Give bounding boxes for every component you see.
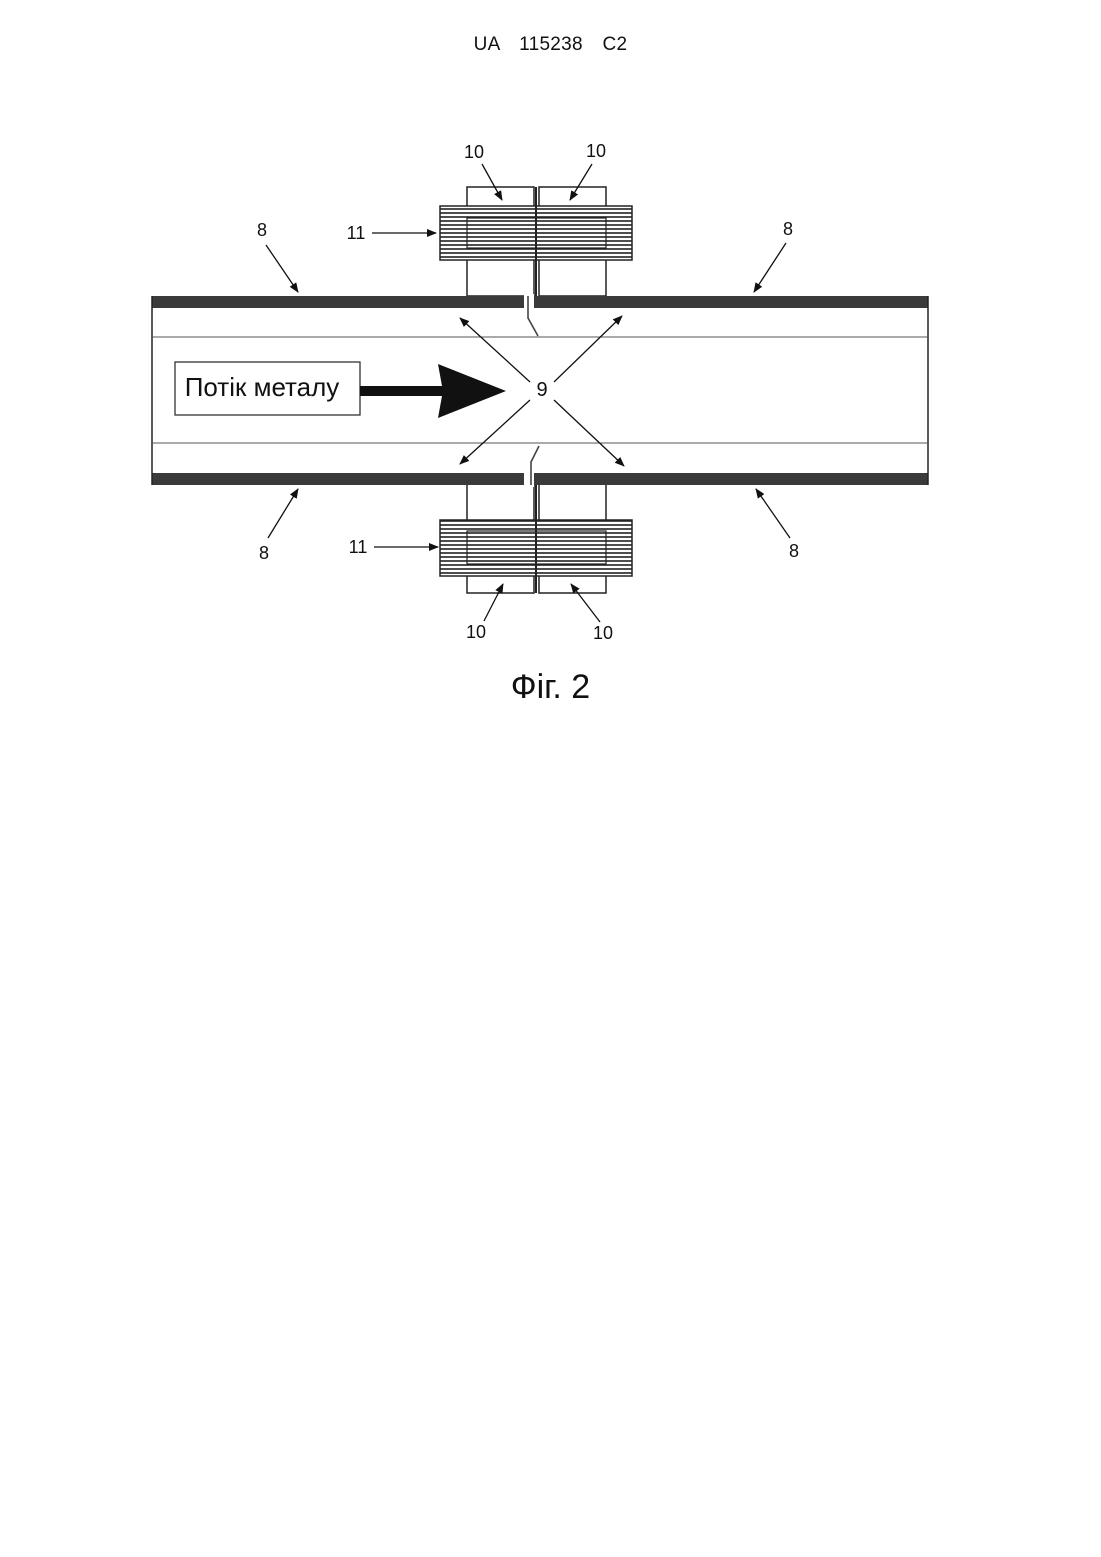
label-electrode-bottom-left: 10 [466,622,486,642]
pipe-wall-bottom [152,473,928,485]
upper-clamp-assembly [440,187,632,296]
label-clamp-bottom: 11 [349,537,368,557]
label-pipe-top-left: 8 [257,220,267,240]
pipe-wall-top [152,296,928,308]
label-clamp-top: 11 [347,223,366,243]
pipe-joint-diagram: Потік металу 10 10 10 10 11 11 8 8 8 8 9 [0,0,1101,660]
label-pipe-bottom-right: 8 [789,541,799,561]
label-pipe-top-right: 8 [783,219,793,239]
label-pipe-bottom-left: 8 [259,543,269,563]
lower-clamp-assembly [440,482,632,593]
label-electrode-bottom-right: 10 [593,623,613,643]
label-electrode-top-right: 10 [586,141,606,161]
label-joint-gap: 9 [536,379,547,401]
flow-label: Потік металу [185,372,340,402]
label-electrode-top-left: 10 [464,142,484,162]
figure-caption: Фіг. 2 [0,668,1101,707]
